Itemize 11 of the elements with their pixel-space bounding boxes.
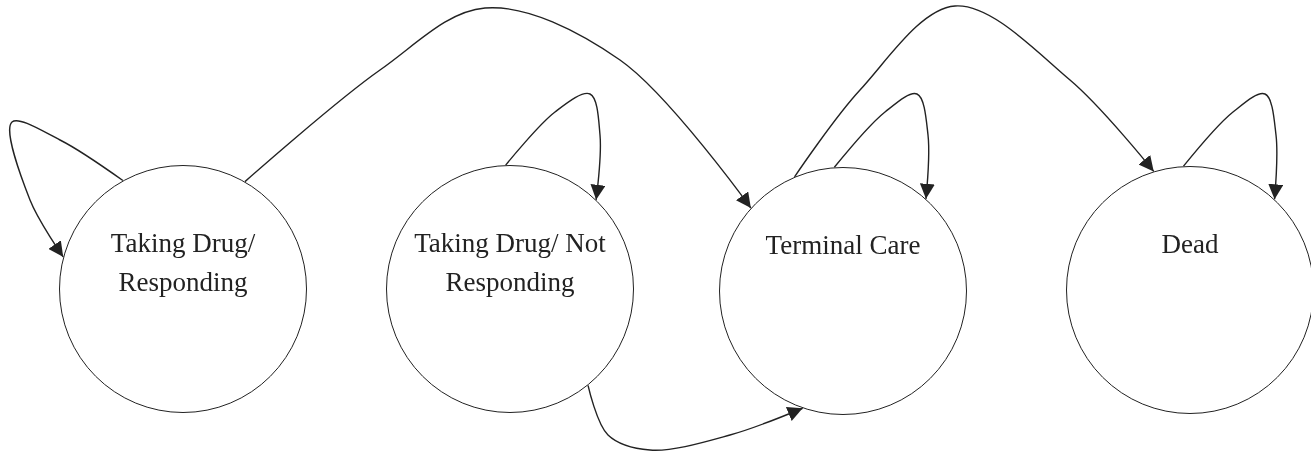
self-loop-arrow: [9, 120, 124, 258]
self-loop-arrow: [833, 92, 935, 200]
state-label: Terminal Care: [764, 229, 922, 262]
arrow: [244, 7, 752, 209]
arrow: [793, 5, 1155, 178]
state-label: Taking Drug/ Not Responding: [413, 227, 607, 299]
state-label: Taking Drug/ Responding: [109, 227, 257, 299]
state-label: Dead: [1160, 228, 1220, 261]
self-loop-arrow: [504, 92, 606, 201]
self-loop-arrow: [1182, 92, 1284, 200]
arrow: [587, 384, 804, 451]
